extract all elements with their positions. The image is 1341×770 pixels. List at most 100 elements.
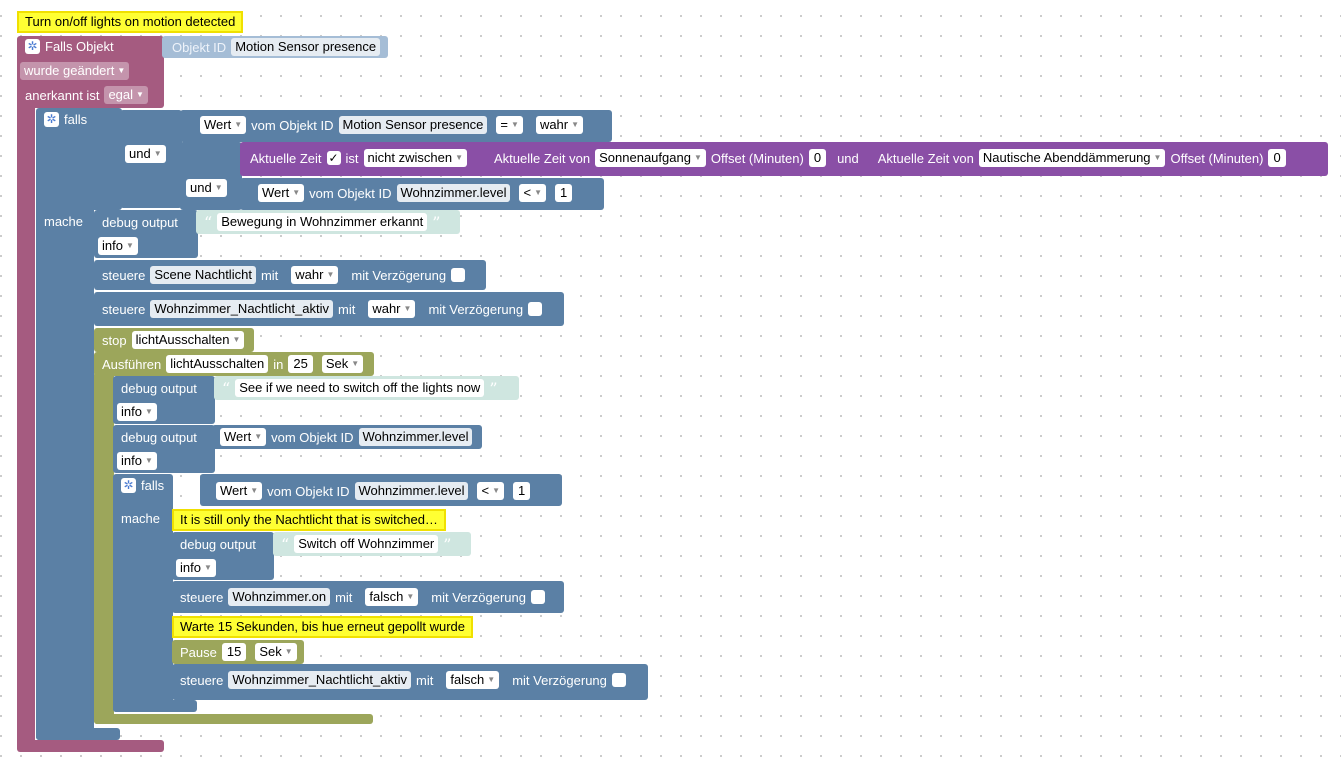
set-nachtlicht-off-delay-checkbox[interactable] xyxy=(611,673,626,687)
debug-2-level-row: info▼ xyxy=(117,401,157,423)
dropdown-arrow-icon: ▼ xyxy=(232,335,241,344)
cond-motion-op[interactable]: =▼ xyxy=(496,116,523,134)
trigger-body xyxy=(17,60,164,108)
time-mode-label: nicht zwischen xyxy=(367,150,453,165)
set-wohnzimmer-on-row: steuere Wohnzimmer.on mit falsch▼ mit Ve… xyxy=(180,586,545,608)
run-value[interactable]: 25 xyxy=(288,355,313,373)
and-dropdown-1[interactable]: und▼ xyxy=(125,145,166,163)
cond-level-object[interactable]: Wohnzimmer.level xyxy=(396,184,511,202)
time-offset-1[interactable]: 0 xyxy=(808,149,827,167)
set-scene-label: steuere xyxy=(102,267,146,283)
objekt-id-row: Objekt ID Motion Sensor presence xyxy=(172,36,381,58)
dropdown-arrow-icon: ▼ xyxy=(284,647,293,656)
set-wohnzimmer-on-value[interactable]: falsch▼ xyxy=(365,588,419,606)
set-scene-delay-checkbox[interactable] xyxy=(451,268,466,282)
time-to-dropdown[interactable]: Nautische Abenddämmerung▼ xyxy=(978,149,1166,167)
if-2-value[interactable]: 1 xyxy=(512,482,531,500)
debug-2-text[interactable]: See if we need to switch off the lights … xyxy=(235,379,485,397)
ack-row: anerkannt ist egal▼ xyxy=(25,84,148,106)
dropdown-arrow-icon: ▼ xyxy=(234,120,243,129)
dropdown-arrow-icon: ▼ xyxy=(254,432,263,441)
time-cond-row: Aktuelle Zeit ✓ ist nicht zwischen▼ Aktu… xyxy=(250,147,1286,169)
set-wohnzimmer-on-object[interactable]: Wohnzimmer.on xyxy=(228,588,331,606)
if-footer xyxy=(36,728,120,740)
gear-icon[interactable]: ✲ xyxy=(44,111,59,127)
set-scene-value[interactable]: wahr▼ xyxy=(291,266,339,284)
if-2-falls-label: falls xyxy=(141,477,165,493)
cond-level-op-label: < xyxy=(523,185,532,200)
gear-icon[interactable]: ✲ xyxy=(121,477,136,493)
comment-inner-check[interactable]: It is still only the Nachtlicht that is … xyxy=(172,509,446,531)
trigger-header: ✲ Falls Objekt xyxy=(25,35,114,57)
set-nachtlicht-delay-checkbox[interactable] xyxy=(528,302,543,316)
pause-unit[interactable]: Sek▼ xyxy=(255,643,297,661)
trigger-spine xyxy=(17,100,35,750)
dropdown-arrow-icon: ▼ xyxy=(136,90,144,99)
cond-level-vom-label: vom Objekt ID xyxy=(309,185,392,201)
debug-2-level[interactable]: info▼ xyxy=(117,403,157,421)
and-dropdown-2[interactable]: und▼ xyxy=(186,179,227,197)
gear-icon[interactable]: ✲ xyxy=(25,38,40,54)
set-nachtlicht-value[interactable]: wahr▼ xyxy=(368,300,416,318)
debug-3-object[interactable]: Wohnzimmer.level xyxy=(358,428,473,446)
and-row-1: und▼ xyxy=(125,143,166,165)
changed-dropdown[interactable]: wurde geändert▼ xyxy=(20,62,130,80)
dropdown-arrow-icon: ▼ xyxy=(511,120,519,129)
debug-3-wert-dropdown[interactable]: Wert▼ xyxy=(220,428,267,446)
if-2-op[interactable]: <▼ xyxy=(477,482,504,500)
cond-motion-vom-label: vom Objekt ID xyxy=(251,117,334,133)
time-offset-2[interactable]: 0 xyxy=(1268,149,1286,167)
pause-value[interactable]: 15 xyxy=(221,643,247,661)
cond-motion-value-label: wahr xyxy=(539,117,569,132)
dropdown-arrow-icon: ▼ xyxy=(571,120,580,129)
quote-open-icon: “ xyxy=(222,378,231,398)
set-scene-object[interactable]: Scene Nachtlicht xyxy=(150,266,256,284)
trigger-footer xyxy=(17,740,164,752)
set-nachtlicht-off-object[interactable]: Wohnzimmer_Nachtlicht_aktiv xyxy=(228,671,411,689)
debug-3-level[interactable]: info▼ xyxy=(117,452,157,470)
set-wohnzimmer-on-delay-checkbox[interactable] xyxy=(530,590,545,604)
set-nachtlicht-object[interactable]: Wohnzimmer_Nachtlicht_aktiv xyxy=(150,300,333,318)
cond-level-value[interactable]: 1 xyxy=(554,184,573,202)
if-2-mache-label: mache xyxy=(121,511,161,526)
cond-level-wert-dropdown[interactable]: Wert▼ xyxy=(258,184,305,202)
time-mode-dropdown[interactable]: nicht zwischen▼ xyxy=(363,149,468,167)
changed-row: wurde geändert▼ xyxy=(20,60,130,82)
cond-motion-object[interactable]: Motion Sensor presence xyxy=(338,116,488,134)
if-2-spine xyxy=(113,520,173,712)
dropdown-arrow-icon: ▼ xyxy=(693,153,702,162)
debug-4-text[interactable]: Switch off Wohnzimmer xyxy=(294,535,439,553)
set-nachtlicht-row: steuere Wohnzimmer_Nachtlicht_aktiv mit … xyxy=(102,298,543,320)
quote-close-icon: ” xyxy=(443,534,452,554)
dropdown-arrow-icon: ▼ xyxy=(292,188,301,197)
set-nachtlicht-off-value[interactable]: falsch▼ xyxy=(446,671,500,689)
cond-motion-row: Wert▼ vom Objekt ID Motion Sensor presen… xyxy=(200,114,584,136)
debug-1-level[interactable]: info▼ xyxy=(98,237,138,255)
time-from-dropdown[interactable]: Sonnenaufgang▼ xyxy=(595,149,706,167)
ack-dropdown[interactable]: egal▼ xyxy=(104,86,148,104)
cond-motion-wert-dropdown[interactable]: Wert▼ xyxy=(200,116,247,134)
cond-motion-value[interactable]: wahr▼ xyxy=(535,116,584,134)
ack-dropdown-label: egal xyxy=(108,87,134,102)
run-timer-name[interactable]: lichtAusschalten xyxy=(166,355,269,373)
if-2-wert-dropdown[interactable]: Wert▼ xyxy=(216,482,263,500)
debug-1-text[interactable]: Bewegung in Wohnzimmer erkannt xyxy=(217,213,428,231)
objekt-id-value[interactable]: Motion Sensor presence xyxy=(231,38,381,56)
checkbox-checked-icon[interactable]: ✓ xyxy=(326,151,341,165)
comment-main[interactable]: Turn on/off lights on motion detected xyxy=(17,11,244,33)
debug-1-level-row: info▼ xyxy=(98,235,138,257)
debug-4-level-row: info▼ xyxy=(176,557,216,579)
run-unit[interactable]: Sek▼ xyxy=(321,355,364,373)
stop-timer-dropdown[interactable]: lichtAusschalten▼ xyxy=(131,331,245,349)
stop-timer-name: lichtAusschalten xyxy=(135,332,230,347)
comment-wait-note[interactable]: Warte 15 Sekunden, bis hue erneut gepoll… xyxy=(172,616,473,638)
debug-4-text-row: “ Switch off Wohnzimmer ” xyxy=(281,533,451,555)
set-nachtlicht-off-value-label: falsch xyxy=(450,672,485,687)
set-wohnzimmer-on-label: steuere xyxy=(180,589,224,605)
if-2-object[interactable]: Wohnzimmer.level xyxy=(354,482,469,500)
and-block-2[interactable] xyxy=(180,142,242,210)
debug-4-level[interactable]: info▼ xyxy=(176,559,216,577)
time-offset-label-2: Offset (Minuten) xyxy=(1170,150,1264,166)
cond-level-op[interactable]: <▼ xyxy=(519,184,546,202)
dropdown-arrow-icon: ▼ xyxy=(117,66,126,75)
